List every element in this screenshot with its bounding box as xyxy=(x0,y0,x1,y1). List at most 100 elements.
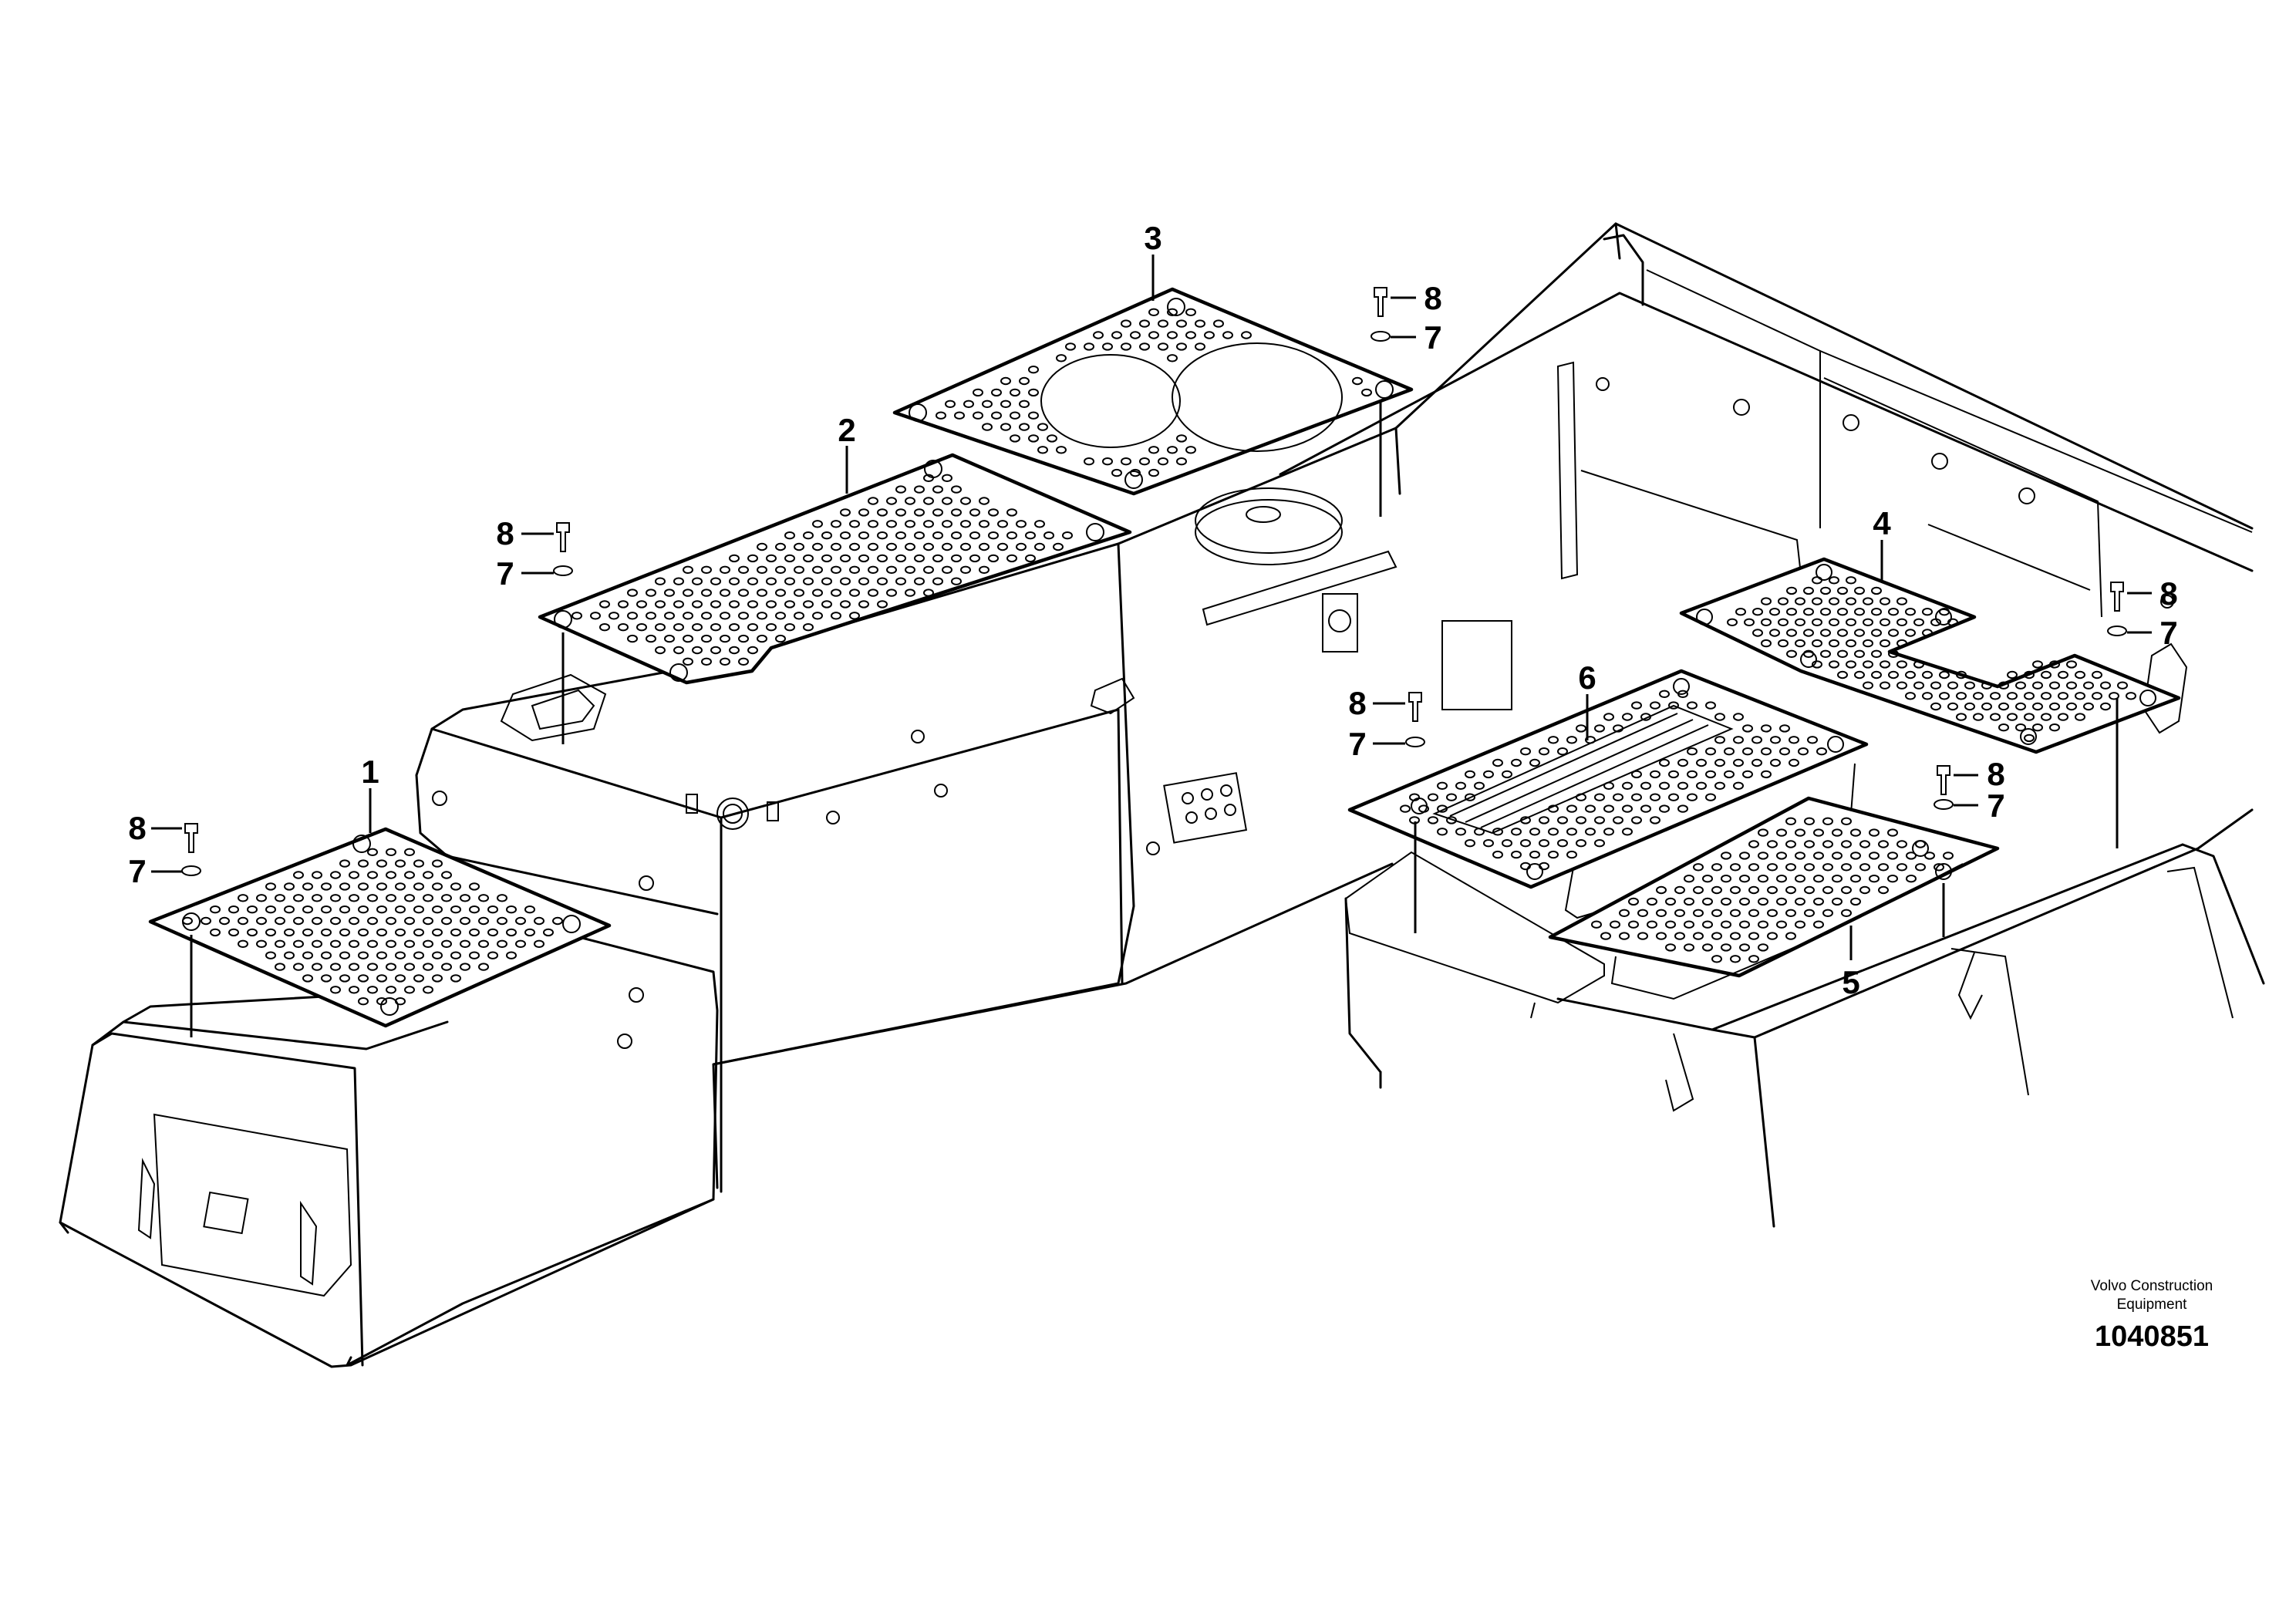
perforation-hole xyxy=(1674,909,1685,918)
perforation-hole xyxy=(812,588,823,597)
bolt-washer-set-5 xyxy=(2107,582,2127,636)
callout-8-bolt: 8 xyxy=(1987,756,2004,792)
perforation-hole xyxy=(701,565,712,574)
perforation-hole xyxy=(358,951,369,959)
perforation-hole xyxy=(321,928,332,937)
perforation-hole xyxy=(386,986,396,994)
perforation-hole xyxy=(1010,434,1020,443)
perforation-hole xyxy=(1854,586,1865,595)
perforation-hole xyxy=(1693,863,1704,872)
perforation-hole xyxy=(293,916,304,926)
perforation-hole xyxy=(1896,618,1907,626)
perforation-hole xyxy=(951,577,962,585)
perforation-hole xyxy=(506,928,517,937)
perforation-hole xyxy=(330,986,341,994)
perforation-hole xyxy=(1158,319,1168,328)
perforation-hole xyxy=(1148,308,1159,316)
perforation-hole xyxy=(1837,649,1848,658)
perforation-hole xyxy=(738,588,749,597)
perforation-hole xyxy=(1829,639,1839,648)
perforation-hole xyxy=(1576,816,1586,824)
perforation-hole xyxy=(1603,713,1614,721)
perforation-hole xyxy=(655,600,666,609)
perforation-hole xyxy=(182,916,193,926)
perforation-hole xyxy=(1735,608,1746,616)
perforation-hole xyxy=(1659,758,1670,767)
perforation-hole xyxy=(1776,875,1787,883)
callout-1: 1 xyxy=(361,754,379,790)
perforation-hole xyxy=(1869,851,1880,860)
perforation-hole xyxy=(646,612,656,620)
perforation-hole xyxy=(1585,736,1596,744)
perforation-hole xyxy=(367,939,378,949)
perforation-hole xyxy=(460,939,470,949)
perforation-hole xyxy=(478,894,489,902)
perforation-hole xyxy=(1702,875,1713,883)
perforation-hole xyxy=(1804,885,1815,895)
perforation-hole xyxy=(395,974,406,983)
perforation-hole xyxy=(1656,885,1667,895)
figure-number: 1040851 xyxy=(2095,1320,2209,1353)
perforation-hole xyxy=(376,997,387,1006)
perforation-hole xyxy=(794,612,804,620)
perforation-hole xyxy=(1696,781,1707,790)
perforation-hole xyxy=(710,646,721,655)
perforation-hole xyxy=(2032,660,2043,669)
perforation-hole xyxy=(1576,839,1586,848)
perforation-hole xyxy=(1956,713,1967,721)
perforation-hole xyxy=(432,859,443,868)
perforation-hole xyxy=(330,916,341,926)
perforation-hole xyxy=(1795,875,1805,883)
perforation-hole xyxy=(1813,875,1824,883)
perforation-hole xyxy=(757,634,767,643)
perforation-hole xyxy=(932,485,943,494)
perforation-hole xyxy=(1888,670,1899,679)
perforation-hole xyxy=(1674,885,1685,895)
perforation-hole xyxy=(831,520,841,528)
perforation-hole xyxy=(1820,608,1831,616)
perforation-hole xyxy=(1767,840,1778,848)
perforation-hole xyxy=(1859,885,1870,895)
perforation-hole xyxy=(1767,909,1778,918)
perforation-hole xyxy=(413,882,424,891)
perforation-hole xyxy=(1789,758,1799,767)
perforation-hole xyxy=(1637,932,1648,940)
perforation-hole xyxy=(386,916,396,926)
perforation-hole xyxy=(1529,850,1540,859)
perforation-hole xyxy=(1656,932,1667,940)
perforation-hole xyxy=(1548,804,1559,813)
perforation-hole xyxy=(358,905,369,914)
perforation-hole xyxy=(404,986,415,994)
perforation-hole xyxy=(228,928,239,937)
perforation-hole xyxy=(441,916,452,926)
perforation-hole xyxy=(1714,758,1725,767)
perforation-hole xyxy=(1880,681,1890,690)
perforation-hole xyxy=(2024,692,2035,700)
callout-7-washer: 7 xyxy=(496,555,514,592)
perforation-hole xyxy=(1492,828,1503,836)
callout-6: 6 xyxy=(1578,659,1596,696)
perforation-hole xyxy=(2032,681,2043,690)
perforation-hole xyxy=(1871,586,1882,595)
perforation-hole xyxy=(1803,629,1814,637)
perforation-hole xyxy=(923,497,934,505)
callout-7-washer: 7 xyxy=(1424,319,1441,356)
perforation-hole xyxy=(886,542,897,551)
perforation-hole xyxy=(1785,932,1796,940)
perforation-hole xyxy=(1758,828,1768,837)
perforation-hole xyxy=(330,939,341,949)
perforation-hole xyxy=(302,951,313,959)
perforation-hole xyxy=(1785,909,1796,918)
perforation-hole xyxy=(895,577,906,585)
perforation-hole xyxy=(1837,608,1848,616)
perforation-hole xyxy=(1812,639,1822,648)
perforation-hole xyxy=(738,657,749,666)
perforation-hole xyxy=(1213,319,1224,328)
perforation-hole xyxy=(1053,542,1064,551)
perforation-hole xyxy=(1222,331,1233,339)
perforation-hole xyxy=(1176,319,1187,328)
perforation-hole xyxy=(784,600,795,609)
callout-leaders xyxy=(151,255,2152,960)
perforation-hole xyxy=(1056,446,1067,454)
perforation-hole xyxy=(1566,850,1577,859)
